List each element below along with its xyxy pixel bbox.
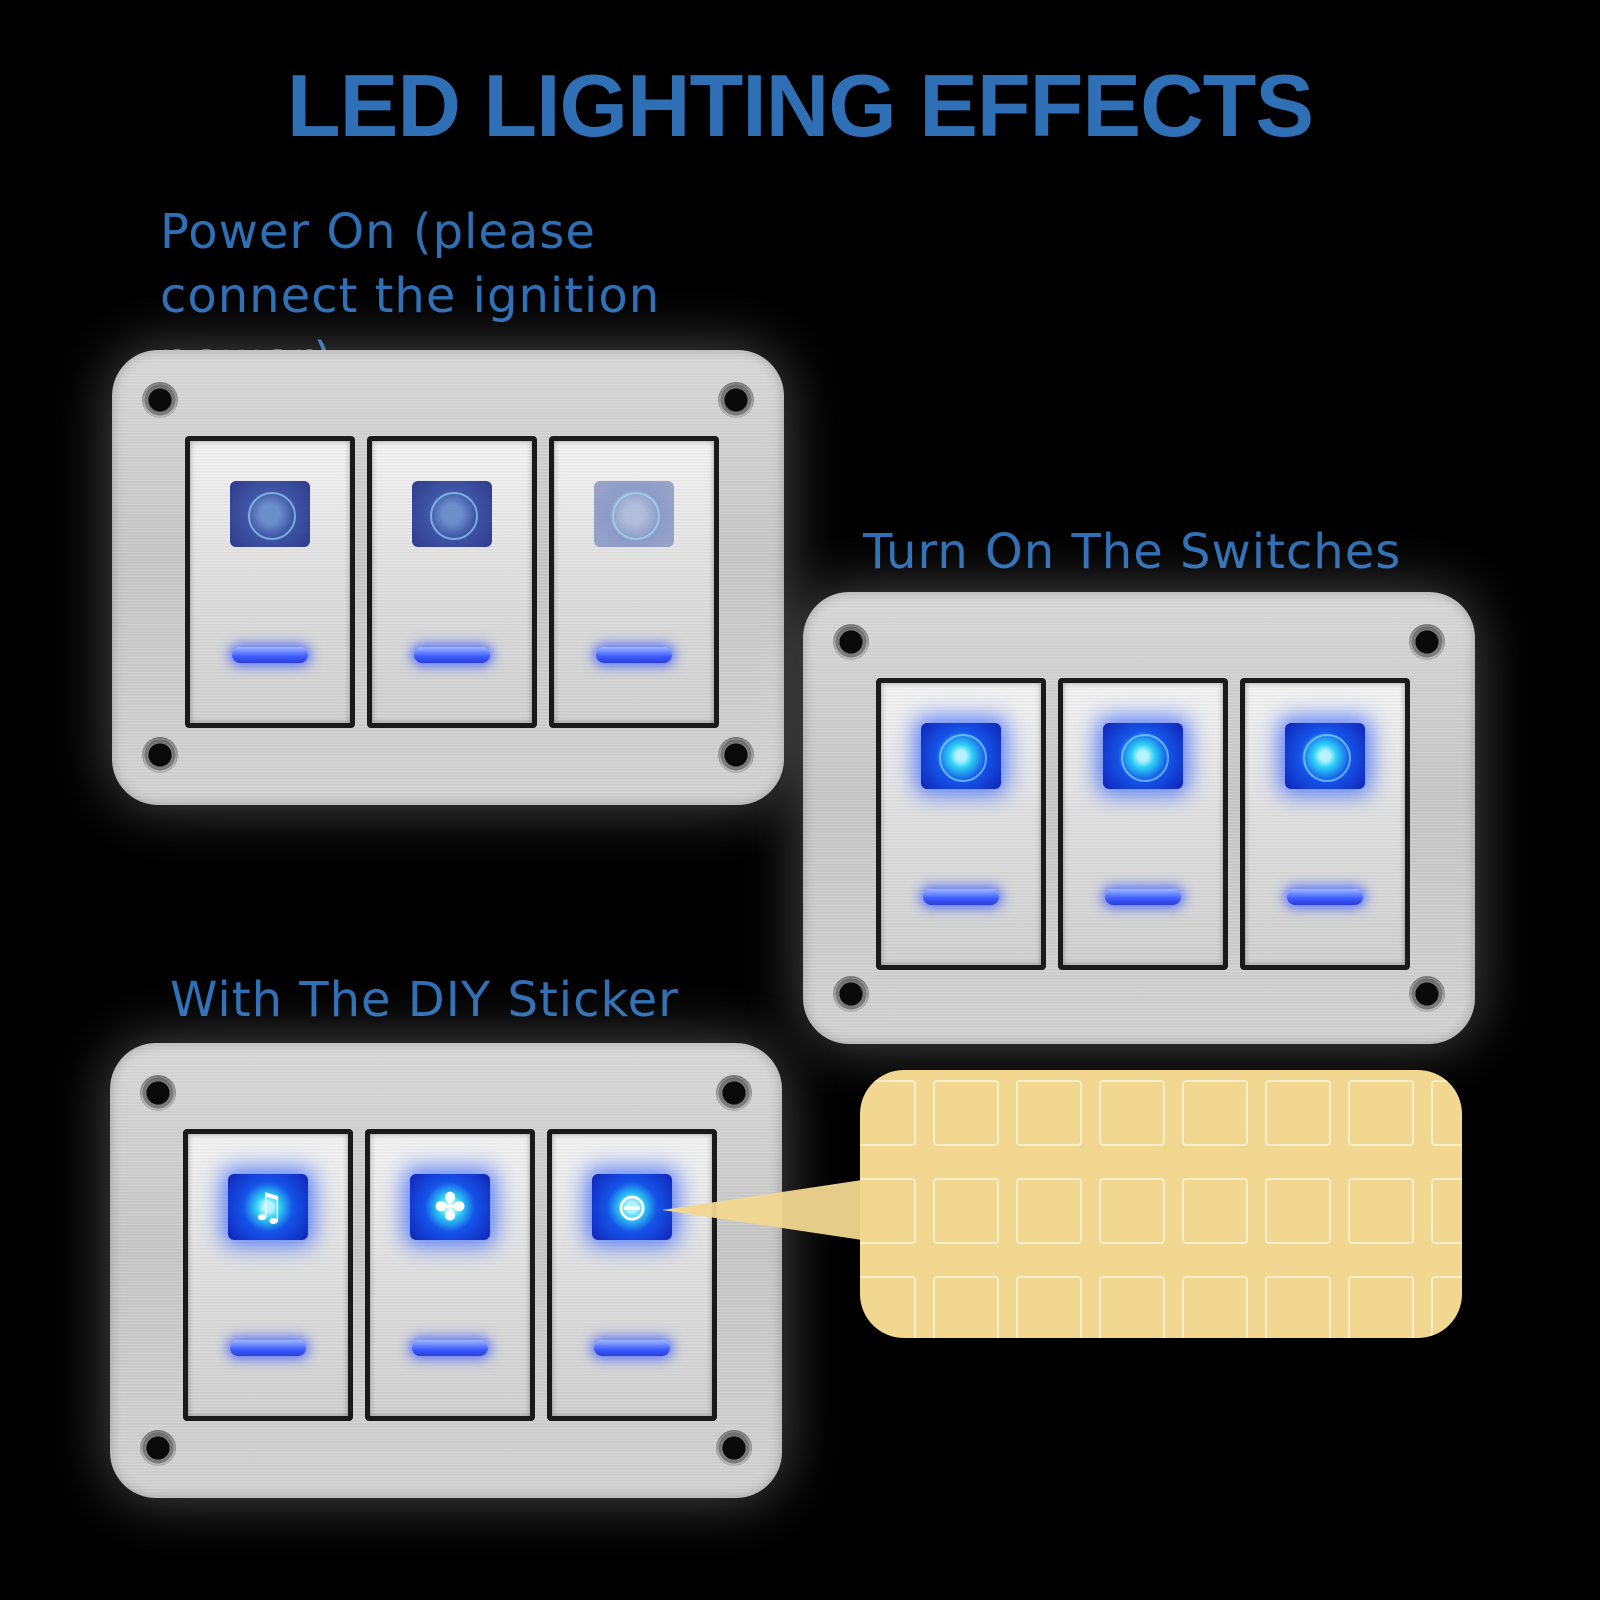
steering-icon [1182, 1178, 1248, 1244]
mounting-hole [140, 1075, 176, 1111]
mounting-hole [833, 624, 869, 660]
rocker-switch[interactable] [185, 436, 355, 728]
horn-icon: ⊖ [616, 1185, 648, 1229]
led-indicator [414, 647, 490, 663]
faucet-icon [1265, 1080, 1331, 1146]
warning-triangle-icon [1431, 1080, 1462, 1146]
horn-icon [1182, 1080, 1248, 1146]
led-indicator [596, 647, 672, 663]
lightning-icon [1182, 1276, 1248, 1338]
page-title: LED LIGHTING EFFECTS [286, 56, 1314, 155]
led-indicator [923, 889, 999, 905]
rocker-switch[interactable] [1240, 678, 1410, 970]
wiper-front-icon [860, 1276, 916, 1338]
led-indicator [412, 1340, 488, 1356]
switch-lens [1285, 723, 1365, 789]
rocker-switch[interactable]: ✤ [365, 1129, 535, 1421]
mounting-hole [716, 1075, 752, 1111]
sun-icon [860, 1080, 916, 1146]
mounting-hole [1409, 976, 1445, 1012]
switch-lens [412, 481, 492, 547]
sticker-pointer [662, 1180, 862, 1240]
switch-lens: ♫ [228, 1174, 308, 1240]
switch-lens: ⊖ [592, 1174, 672, 1240]
rocker-switch[interactable] [1058, 678, 1228, 970]
light-ring-icon [933, 1080, 999, 1146]
rocker-switch[interactable] [876, 678, 1046, 970]
beacon-icon [1016, 1080, 1082, 1146]
mounting-hole [142, 382, 178, 418]
headlight-high-icon [933, 1178, 999, 1244]
box-icon [1265, 1178, 1331, 1244]
reverse-horn-icon [1265, 1276, 1331, 1338]
switch-lens [230, 481, 310, 547]
switch-panel-switches-on [803, 592, 1475, 1044]
mounting-hole [833, 976, 869, 1012]
music-note-icon: ♫ [250, 1185, 286, 1229]
wiper-washer-icon [933, 1276, 999, 1338]
led-indicator [1105, 889, 1181, 905]
lamp-icon [1099, 1276, 1165, 1338]
headlight-low-icon [860, 1178, 916, 1244]
switch-lens: ✤ [410, 1174, 490, 1240]
led-indicator [232, 647, 308, 663]
switch-panel-power-on [112, 350, 784, 805]
led-indicator [594, 1340, 670, 1356]
headlight-fog-icon [1016, 1178, 1082, 1244]
mounting-hole [140, 1430, 176, 1466]
power-icon [1348, 1178, 1414, 1244]
no-sign-icon [1431, 1276, 1462, 1338]
heater-grid-icon [1099, 1178, 1165, 1244]
led-indicator [230, 1340, 306, 1356]
caption-power-on: Power On (please connect the ignition po… [160, 204, 661, 388]
anchor-icon [1348, 1080, 1414, 1146]
battery-icon [1431, 1178, 1462, 1244]
rocker-switch[interactable] [367, 436, 537, 728]
switch-lens [1103, 723, 1183, 789]
mounting-hole [718, 382, 754, 418]
heater-coil-icon [1348, 1276, 1414, 1338]
fan-icon [1099, 1080, 1165, 1146]
caption-diy-sticker: With The DIY Sticker [170, 972, 679, 1028]
wiper-rear-icon [1016, 1276, 1082, 1338]
mounting-hole [1409, 624, 1445, 660]
rocker-switch[interactable] [549, 436, 719, 728]
switch-lens [594, 481, 674, 547]
switch-panel-diy-sticker: ♫ ✤ ⊖ [110, 1043, 782, 1498]
mounting-hole [142, 737, 178, 773]
mounting-hole [716, 1430, 752, 1466]
rocker-switch[interactable]: ⊖ [547, 1129, 717, 1421]
diy-sticker-sheet [860, 1070, 1462, 1338]
rocker-switch[interactable]: ♫ [183, 1129, 353, 1421]
led-indicator [1287, 889, 1363, 905]
mounting-hole [718, 737, 754, 773]
fan-icon: ✤ [434, 1185, 466, 1229]
caption-turn-on: Turn On The Switches [863, 524, 1402, 580]
switch-lens [921, 723, 1001, 789]
